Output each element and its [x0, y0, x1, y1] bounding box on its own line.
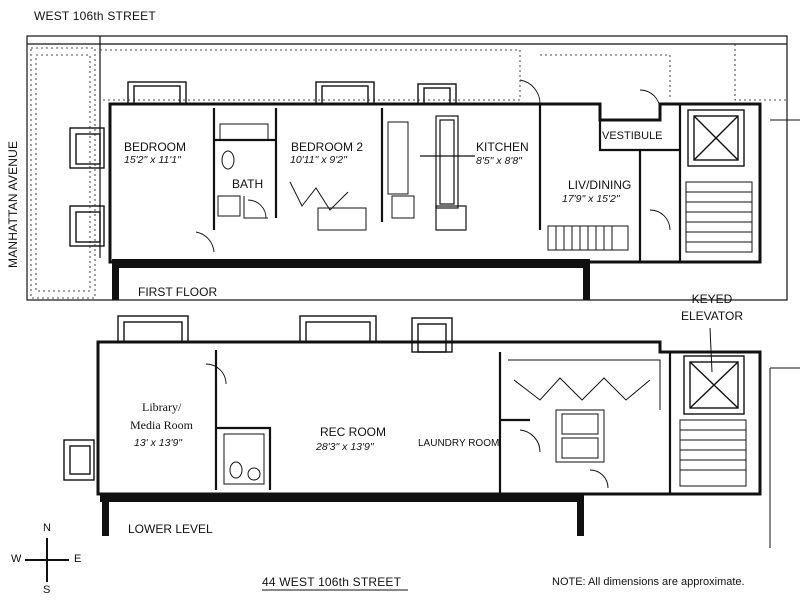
neighbor-building-edge-lower — [769, 367, 800, 548]
first-floor-door-swings — [195, 79, 671, 253]
first-floor-base-wall — [112, 259, 590, 268]
first-floor-elevator — [687, 109, 745, 167]
lower-level-stair — [679, 419, 747, 487]
avenue-label: MANHATTAN AVENUE — [6, 140, 20, 268]
bedroom2-closets — [289, 121, 415, 231]
rec-room-dims: 28'3" x 13'9" — [316, 441, 374, 453]
footer-address: 44 WEST 106th STREET — [262, 575, 402, 589]
compass-rose — [25, 538, 69, 582]
kitchen-counters — [420, 115, 475, 231]
first-floor-side-stair — [685, 181, 753, 253]
keyed-elevator-line1: KEYED — [691, 292, 733, 306]
lower-level-base-wall — [100, 493, 584, 502]
first-floor-stair — [547, 225, 629, 251]
kitchen-dims: 8'5" x 8'8" — [476, 155, 522, 167]
laundry-closets — [508, 359, 661, 489]
lower-level-bay-windows — [63, 315, 453, 481]
vestibule-label: VESTIBULE — [602, 130, 663, 142]
footer-note: NOTE: All dimensions are approximate. — [552, 576, 745, 588]
first-floor-label: FIRST FLOOR — [138, 285, 218, 299]
bedroom-label: BEDROOM — [124, 140, 187, 154]
bath-label: BATH — [232, 177, 264, 191]
bath-fixtures — [217, 123, 269, 219]
elevator-pointer — [709, 327, 713, 373]
compass-east: E — [74, 553, 82, 565]
lower-bath-fixtures — [223, 433, 265, 485]
neighbor-building-edge — [770, 100, 800, 300]
bedroom2-label: BEDROOM 2 — [291, 140, 364, 154]
first-floor-interior-walls — [212, 104, 682, 262]
first-floor-side-windows — [69, 127, 105, 247]
lower-level-walls — [96, 340, 762, 496]
compass-west: W — [11, 553, 22, 565]
keyed-elevator-line2: ELEVATOR — [680, 309, 744, 323]
rec-room-label: REC ROOM — [320, 425, 386, 439]
library-dims: 13' x 13'9" — [134, 437, 183, 449]
laundry-room-label: LAUNDRY ROOM — [418, 438, 500, 449]
living-dining-dims: 17'9" x 15'2" — [562, 193, 620, 205]
bedroom-dims: 15'2" x 11'1" — [124, 154, 181, 166]
lower-level-elevator — [683, 355, 745, 415]
lower-level-interior-walls — [214, 350, 672, 494]
bedroom2-dims: 10'11" x 9'2" — [290, 154, 347, 166]
first-floor-bay-windows — [127, 81, 457, 105]
lower-level-label: LOWER LEVEL — [128, 522, 213, 536]
compass-south: S — [43, 584, 51, 596]
library-door-swing — [205, 363, 227, 385]
library-label-line1: Library/ — [142, 400, 182, 414]
library-label-line2: Media Room — [130, 418, 193, 432]
compass-north: N — [43, 522, 51, 534]
garden-area — [30, 44, 787, 299]
living-dining-label: LIV/DINING — [568, 178, 632, 192]
kitchen-label: KITCHEN — [476, 140, 529, 154]
top-street-label: WEST 106th STREET — [34, 9, 156, 23]
